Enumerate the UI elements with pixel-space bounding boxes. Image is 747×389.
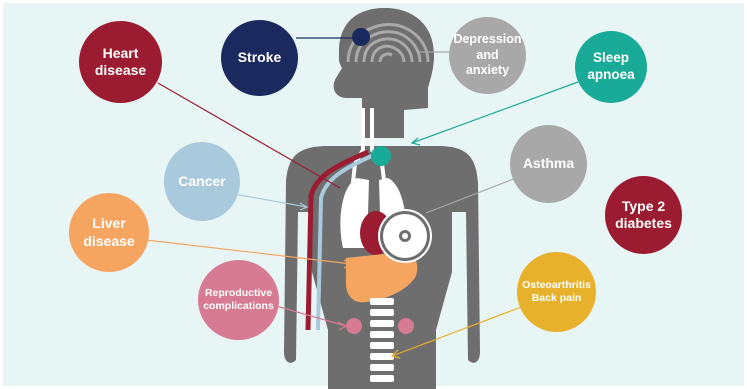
osteoarthritis-label: Osteoarthritis Back pain	[522, 279, 591, 305]
sleep-apnoea-bubble: Sleep apnoea	[575, 31, 647, 103]
liver-disease-bubble: Liver disease	[69, 193, 149, 272]
type2-diabetes-bubble: Type 2 diabetes	[605, 176, 682, 254]
heart-disease-bubble: Heart disease	[79, 21, 162, 103]
type2-diabetes-label: Type 2 diabetes	[615, 198, 672, 233]
reproductive-label: Reproductive complications	[203, 287, 274, 313]
asthma-bubble: Asthma	[510, 125, 587, 203]
sleep-apnoea-label: Sleep apnoea	[587, 50, 634, 84]
asthma-label: Asthma	[523, 155, 574, 173]
brain-marker	[352, 28, 370, 46]
heart-disease-label: Heart disease	[95, 45, 146, 80]
stroke-bubble: Stroke	[221, 20, 298, 96]
cancer-label: Cancer	[178, 173, 225, 191]
cancer-bubble: Cancer	[164, 142, 240, 221]
osteoarthritis-bubble: Osteoarthritis Back pain	[517, 252, 596, 332]
liver-disease-label: Liver disease	[83, 215, 134, 250]
reproductive-bubble: Reproductive complications	[198, 260, 279, 340]
stroke-label: Stroke	[238, 49, 282, 67]
depression-bubble: Depression and anxiety	[449, 17, 526, 94]
left-ovary	[346, 318, 362, 334]
throat-marker	[371, 146, 391, 166]
depression-label: Depression and anxiety	[453, 32, 521, 79]
right-ovary	[398, 318, 414, 334]
